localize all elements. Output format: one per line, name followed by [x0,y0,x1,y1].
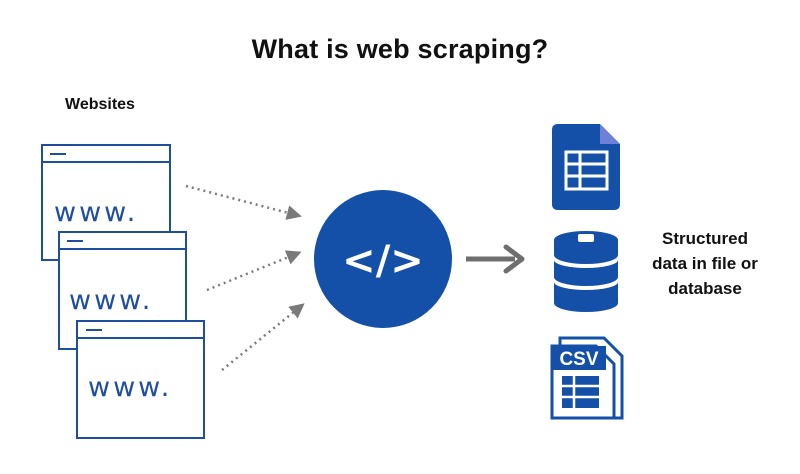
code-symbol: </> [342,238,424,284]
website-window-3: www. [76,320,205,439]
websites-label: Websites [65,96,135,113]
input-arrows [185,184,305,371]
www-label: www. [54,197,138,228]
database-icon [554,231,618,312]
spreadsheet-file-icon [552,124,620,210]
output-label-line-2: data in file or [652,254,758,273]
csv-file-icon: CSV [550,336,624,420]
output-label-line-1: Structured [662,229,748,248]
csv-label: CSV [559,349,598,370]
output-label: Structured data in file or database [640,226,770,301]
output-label-line-3: database [668,279,742,298]
output-arrow-icon [466,244,525,274]
dotted-arrow-3 [221,303,305,371]
page-title: What is web scraping? [251,34,549,64]
www-label: www. [69,285,153,316]
dotted-arrow-2 [206,250,302,292]
www-label: www. [88,372,172,403]
scraper-code-icon: </> [314,190,452,328]
dotted-arrow-1 [185,184,302,220]
